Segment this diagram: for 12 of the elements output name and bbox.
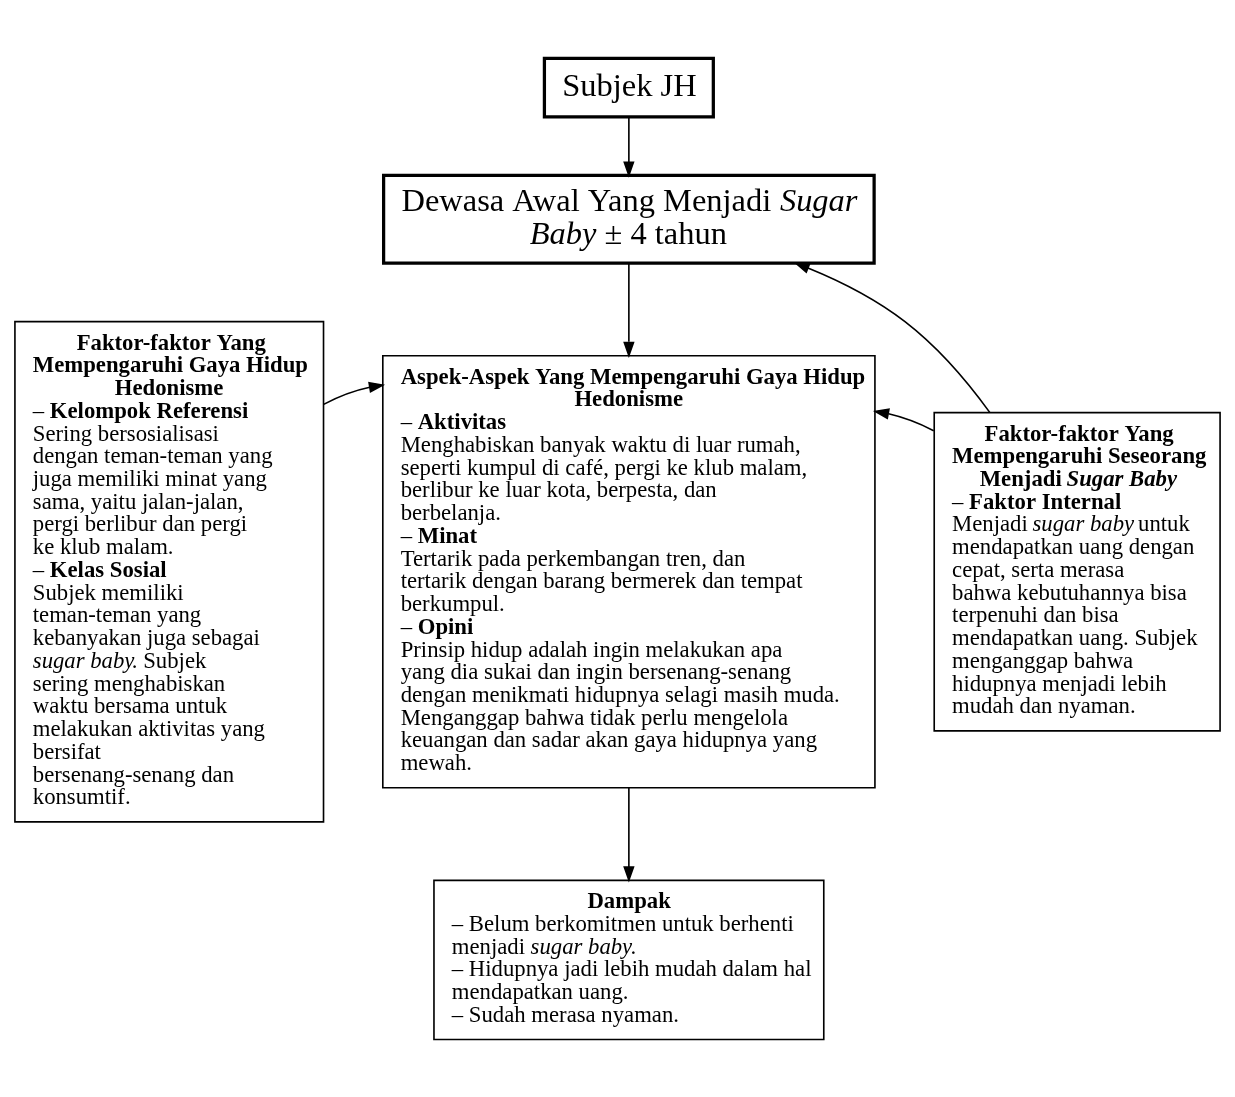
node-box: Faktor-faktor Yang Mempengaruhi Seseorang Menjadi Sugar Baby – Faktor Internal Menjadi sugar baby untuk mendapatkan uang dengan cepat, serta merasa bahwa kebutuhannya bisa terpenuhi dan bisa mendapatkan uang. Subjek menganggap bahwa hidupnya menjadi lebih mudah dan nyaman. <box>933 411 1221 732</box>
arrow <box>623 262 635 358</box>
arrow <box>623 115 635 178</box>
arrow <box>793 261 991 413</box>
node-box: Aspek-Aspek Yang Mempengaruhi Gaya Hidup Hedonisme – Aktivitas Menghabiskan banyak waktu di luar rumah, seperti kumpul di café, pergi ke klub malam, berlibur ke luar kota, berpesta, dan berbelanja. – Minat Tertarik pada perkembangan tren, dan tertarik dengan barang bermerek dan tempat berkumpul. – Opini Prinsip hidup adalah ingin melakukan apa yang dia sukai dan ingin bersenang-senang dengan menikmati hidupnya selagi masih muda. Menganggap bahwa tidak perlu mengelola keuangan dan sadar akan gaya hidupnya yang mewah. <box>382 354 876 789</box>
node-box: Faktor-faktor Yang Mempengaruhi Gaya Hidup Hedonisme – Kelompok Referensi Sering bersosialisasi dengan teman-teman yang juga memiliki minat yang sama, yaitu jalan-jalan, pergi berlibur dan pergi ke klub malam. – Kelas Sosial Subjek memiliki teman-teman yang kebanyakan juga sebagai sugar baby. Subjek sering menghabiskan waktu bersama untuk melakukan aktivitas yang bersifat bersenang-senang dan konsumtif. <box>14 320 325 823</box>
arrow <box>872 407 935 431</box>
node-box: Subjek JH <box>542 56 715 119</box>
node-box: Dewasa Awal Yang Menjadi Sugar Baby ± 4 tahun <box>382 173 876 265</box>
node-box: Dampak – Belum berkomitmen untuk berhenti menjadi sugar baby. – Hidupnya jadi lebih mudah dalam hal mendapatkan uang. – Sudah merasa nyaman. <box>433 879 825 1040</box>
arrow <box>623 786 635 883</box>
arrow <box>322 381 386 405</box>
